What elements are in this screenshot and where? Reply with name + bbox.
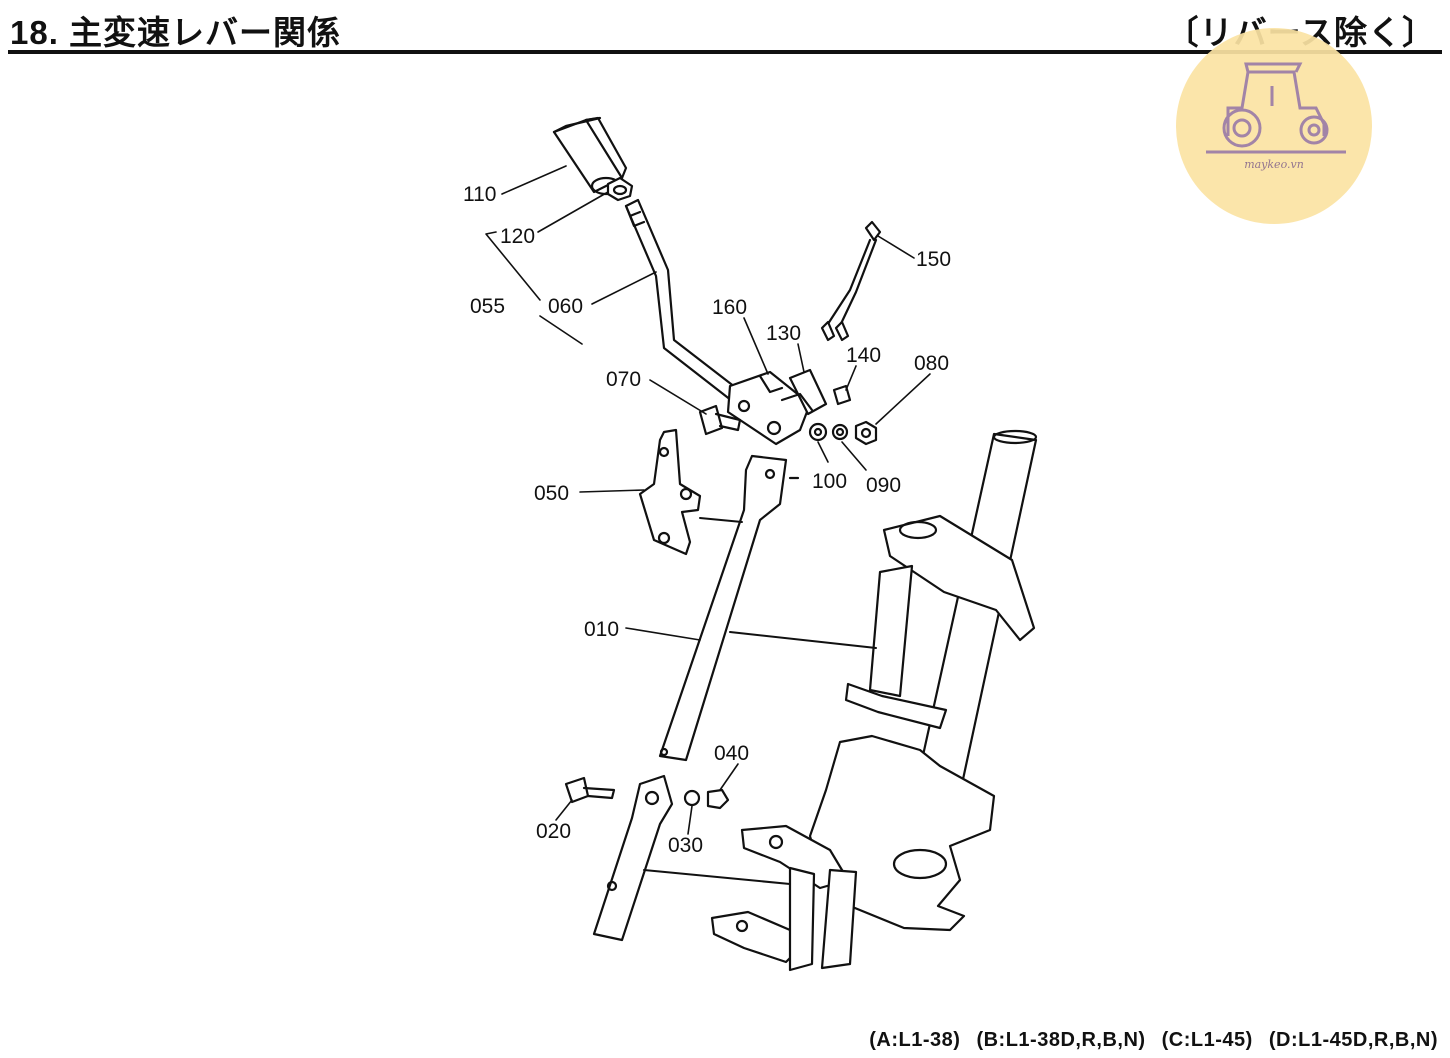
footer-model-d: (D:L1-45D,R,B,N) [1268, 1029, 1438, 1051]
footer-model-c: (C:L1-45) [1161, 1029, 1253, 1051]
label-055: 055 [470, 295, 505, 318]
rod-010-part [658, 454, 800, 762]
steering-column-part [710, 429, 1038, 972]
label-080: 080 [914, 352, 949, 375]
footer-model-a: (A:L1-38) [869, 1029, 961, 1051]
label-120: 120 [500, 225, 535, 248]
page-title: 18. 主変速レバー関係 [10, 14, 342, 51]
label-130: 130 [766, 322, 801, 345]
assembly-arrows [643, 517, 877, 885]
lever-bracket-part [726, 368, 828, 446]
label-050: 050 [534, 482, 569, 505]
label-090: 090 [866, 474, 901, 497]
bolt-140-part [832, 384, 852, 406]
logo-text: maykeo.vn [1244, 158, 1304, 171]
label-100: 100 [812, 470, 847, 493]
part-labels: 110 120 055 060 160 130 140 150 080 070 … [463, 183, 951, 857]
header-rule [8, 50, 1442, 54]
tractor-icon [1206, 62, 1346, 154]
label-070: 070 [606, 368, 641, 391]
footer-model-b: (B:L1-38D,R,B,N) [976, 1029, 1146, 1051]
label-030: 030 [668, 834, 703, 857]
label-140: 140 [846, 344, 881, 367]
lower-arm-part [564, 774, 730, 942]
switch-wire-part [820, 220, 882, 342]
leader-lines [485, 165, 931, 835]
label-010: 010 [584, 618, 619, 641]
knob-part [552, 116, 628, 196]
label-160: 160 [712, 296, 747, 319]
label-060: 060 [548, 295, 583, 318]
label-040: 040 [714, 742, 749, 765]
label-150: 150 [916, 248, 951, 271]
watermark-logo: maykeo.vn [1176, 28, 1372, 224]
model-applicability-footer: (A:L1-38) (B:L1-38D,R,B,N) (C:L1-45) (D:… [859, 1029, 1438, 1052]
nut-part [606, 176, 634, 202]
label-110: 110 [463, 183, 496, 206]
bracket-050-part [638, 428, 702, 556]
label-020: 020 [536, 820, 571, 843]
